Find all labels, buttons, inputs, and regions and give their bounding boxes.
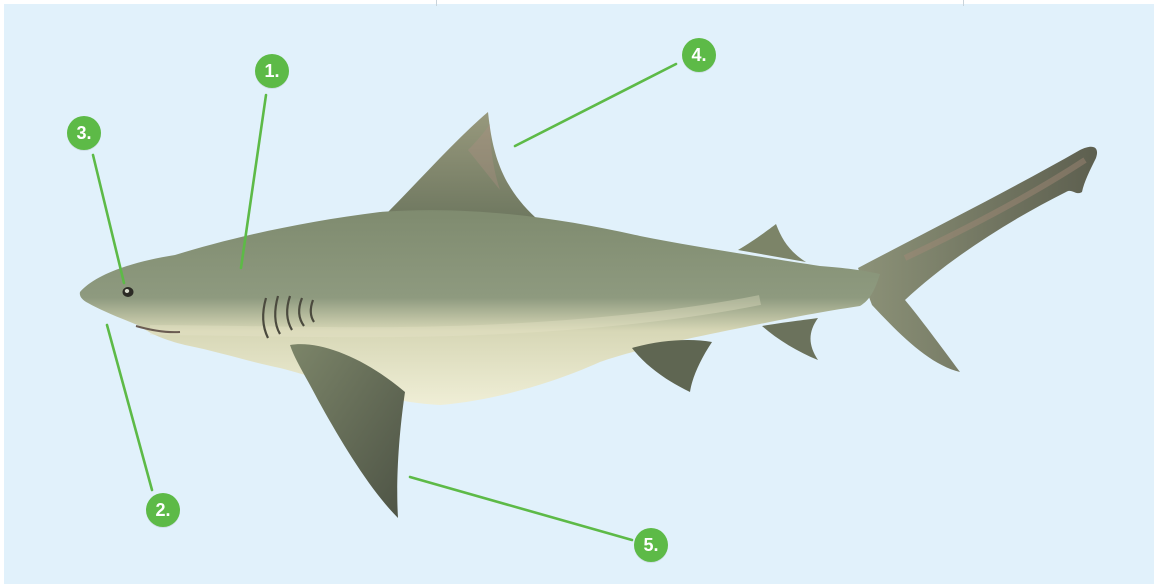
callout-badge-1: 1.	[255, 54, 289, 88]
callout-badge-4: 4.	[682, 38, 716, 72]
leader-line-5	[410, 477, 632, 540]
leader-line-2	[107, 325, 152, 490]
leader-line-3	[93, 155, 124, 283]
anal-fin	[762, 318, 818, 360]
first-dorsal-fin	[388, 112, 536, 218]
leader-line-4	[515, 64, 676, 146]
pelvic-fin	[632, 340, 712, 392]
callout-badge-5: 5.	[634, 528, 668, 562]
shark-eye	[123, 287, 134, 297]
caudal-fin	[858, 147, 1097, 372]
callout-badge-3: 3.	[67, 116, 101, 150]
callout-badge-2: 2.	[146, 493, 180, 527]
